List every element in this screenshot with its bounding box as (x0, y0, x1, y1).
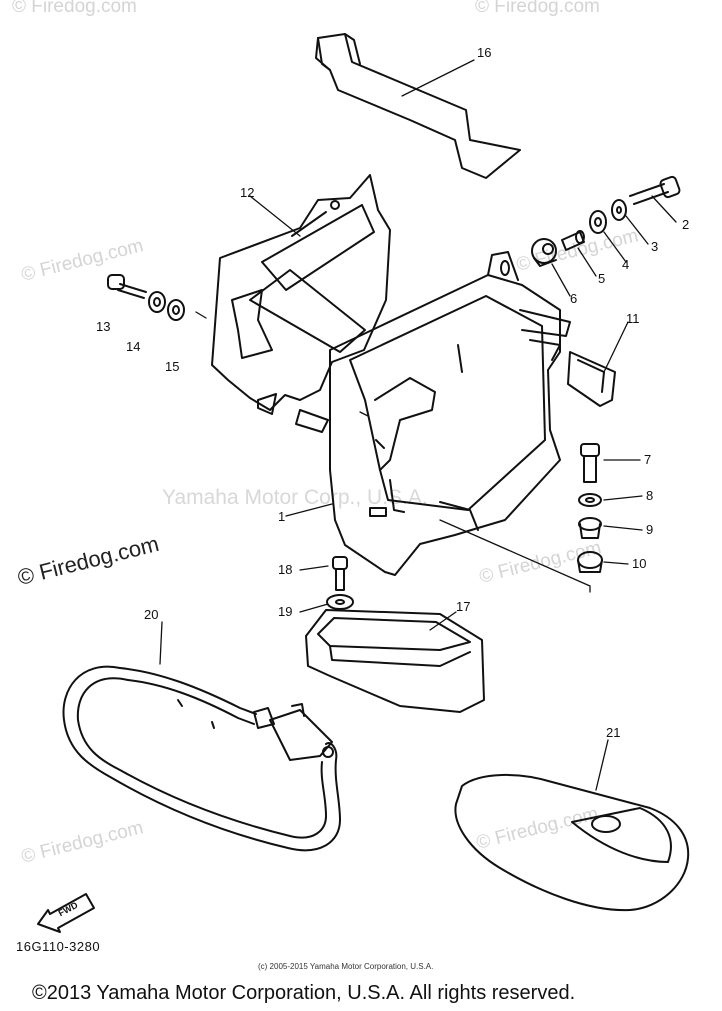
callout-18: 18 (278, 562, 293, 577)
part-18-screw (332, 556, 348, 591)
diagram-part-code: 16G110-3280 (16, 939, 101, 954)
part-11-clip (567, 351, 616, 407)
callout-16: 16 (477, 45, 492, 60)
part-4-washer (589, 210, 607, 234)
fwd-direction-arrow (37, 893, 95, 933)
callout-21: 21 (606, 725, 621, 740)
part-14-washer (148, 291, 166, 313)
callout-3: 3 (651, 239, 659, 254)
part-6-grommet (531, 238, 557, 267)
callout-5: 5 (598, 271, 606, 286)
callout-17: 17 (456, 599, 471, 614)
part-1-battery-box (329, 251, 571, 576)
part-2-bolt (629, 175, 681, 205)
callout-1: 1 (278, 509, 286, 524)
part-16-top-bracket (315, 33, 521, 179)
watermark-yamaha: Yamaha Motor Corp., U.S.A. (162, 486, 428, 509)
part-7-bolt (580, 443, 600, 483)
small-copyright: (c) 2005-2015 Yamaha Motor Corporation, … (258, 962, 434, 971)
watermark-firedog: © Firedog.com (475, 0, 600, 17)
callout-13: 13 (96, 319, 111, 334)
part-10-grommet (577, 551, 603, 573)
part-13-bolt (107, 274, 147, 299)
leader-lines (159, 59, 677, 791)
footer-copyright: ©2013 Yamaha Motor Corporation, U.S.A. A… (32, 982, 576, 1004)
watermark-firedog: © Firedog.com (12, 0, 137, 17)
callout-8: 8 (646, 488, 654, 503)
part-17-tray (305, 609, 485, 713)
callout-20: 20 (144, 607, 159, 622)
part-12-mounting-bracket (211, 174, 391, 433)
part-9-collar (578, 517, 602, 539)
callout-12: 12 (240, 185, 255, 200)
callout-2: 2 (682, 217, 690, 232)
part-15-washer (167, 299, 185, 321)
callout-14: 14 (126, 339, 141, 354)
callout-11: 11 (626, 311, 640, 326)
callout-6: 6 (570, 291, 578, 306)
part-5-spacer (561, 230, 585, 251)
part-8-washer (578, 493, 602, 507)
callout-19: 19 (278, 604, 293, 619)
part-19-washer (326, 594, 354, 610)
part-3-washer (611, 199, 627, 221)
callout-4: 4 (622, 257, 630, 272)
part-20-cable (62, 665, 341, 852)
callout-10: 10 (632, 556, 647, 571)
callout-7: 7 (644, 452, 652, 467)
callout-9: 9 (646, 522, 654, 537)
callout-15: 15 (165, 359, 180, 374)
part-21-cover (454, 774, 690, 912)
